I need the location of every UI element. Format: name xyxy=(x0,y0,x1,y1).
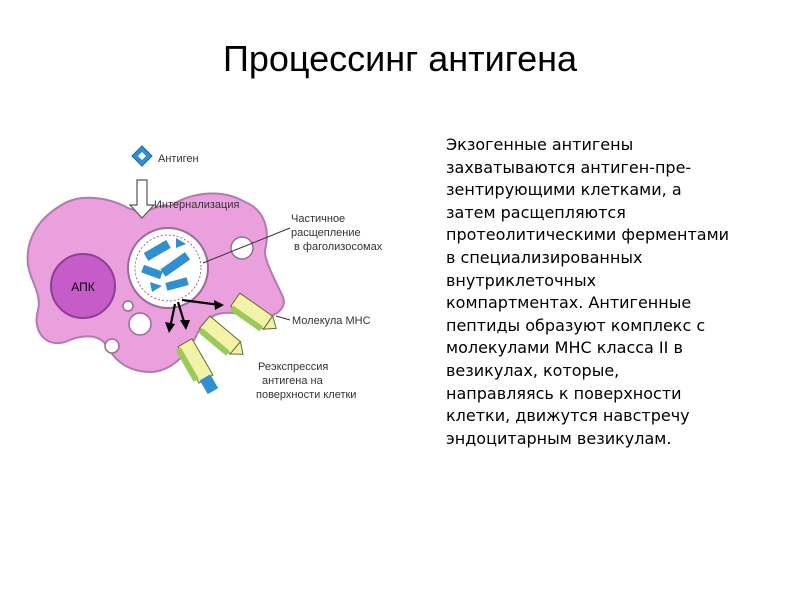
phagolysosome-inner xyxy=(134,234,202,302)
transport-arrow xyxy=(181,298,221,307)
description-line: протеолитическими ферментами xyxy=(446,225,730,245)
description-line: захватываются антиген-пре- xyxy=(446,157,692,177)
partial-cleavage-label-1: Частичное xyxy=(291,213,345,225)
apc-label: АПК xyxy=(71,280,94,294)
mhc-molecule xyxy=(198,315,244,356)
antigen-fragment xyxy=(141,264,163,280)
internalization-label: Интернализация xyxy=(154,199,239,211)
reexpression-label-3: поверхности клетки xyxy=(256,389,356,401)
description-line: затем расщепляются xyxy=(446,202,626,222)
transport-arrow-head xyxy=(180,320,190,330)
vesicle xyxy=(230,236,254,260)
description-line: везикулах, которые, xyxy=(446,360,620,380)
partial-cleavage-label-2: расщепление xyxy=(291,227,361,239)
slide-title: Процессинг антигена xyxy=(222,38,578,79)
antigen-fragment xyxy=(165,277,189,291)
internalization-arrow xyxy=(128,179,156,219)
antigen-fragment xyxy=(143,240,171,261)
description-line: пептиды образуют комплекс с xyxy=(446,315,706,335)
reexpression-label-2: антигена на xyxy=(262,375,324,387)
antigen-fragment xyxy=(150,282,162,292)
description-line: молекулами МНС класса II в xyxy=(446,338,683,358)
description-line: Экзогенные антигены xyxy=(446,135,634,154)
vesicle xyxy=(122,300,134,312)
antigen-processing-figure: АПК Антиген Интернализация Частичное рас… xyxy=(20,110,420,430)
description-line: клетки, движутся навстречу xyxy=(446,406,690,426)
vesicle xyxy=(128,312,152,336)
vesicle xyxy=(104,338,120,354)
description-line: компартментах. Антигенные xyxy=(446,293,692,313)
antigen-fragment xyxy=(160,252,191,277)
antigen-icon-notch xyxy=(138,152,146,160)
mhc-molecule xyxy=(229,292,277,332)
description-line: направляясь к поверхности xyxy=(446,383,682,403)
antigen-fragment xyxy=(176,238,186,248)
mhc-label: Молекула МНС xyxy=(292,315,371,327)
antigen-processing-diagram: АПК Антиген Интернализация Частичное рас… xyxy=(26,145,383,401)
partial-cleavage-label-3: в фаголизосомах xyxy=(294,241,383,253)
transport-arrow-head xyxy=(214,300,224,310)
reexpression-label-1: Реэкспрессия xyxy=(258,361,328,373)
description-line: в специализированных xyxy=(446,247,643,267)
apc-nucleus xyxy=(50,253,116,319)
description-line: внутриклеточных xyxy=(446,270,597,290)
mhc-molecule-with-antigen xyxy=(175,337,219,395)
transport-arrow-head xyxy=(165,322,175,333)
description-line: зентирующими клетками, а xyxy=(446,180,682,200)
mhc-leader xyxy=(275,315,291,321)
partial-cleavage-leader xyxy=(202,227,291,264)
description-text: Экзогенные антигены захватываются антиге… xyxy=(446,134,776,450)
antigen-label: Антиген xyxy=(158,153,199,165)
description-line: эндоцитарным везикулам. xyxy=(446,428,672,448)
